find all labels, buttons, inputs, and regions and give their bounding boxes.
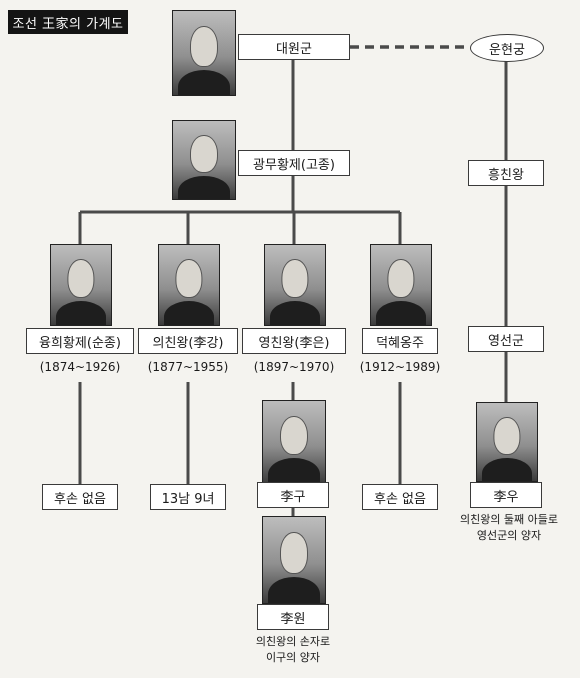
node-sunjong-descendants: 후손 없음 <box>42 484 118 510</box>
note-yiwon-line2: 이구의 양자 <box>265 651 321 664</box>
node-unhyeongung: 운현궁 <box>470 34 544 62</box>
sunjong-portrait-icon <box>50 244 112 326</box>
years-uichinwang: (1877~1955) <box>147 360 229 374</box>
node-deokhye: 덕혜옹주 <box>362 328 438 354</box>
node-yeongseongun: 영선군 <box>468 326 544 352</box>
node-uichinwang-descendants: 13남 9녀 <box>150 484 226 510</box>
gojong-portrait-icon <box>172 120 236 200</box>
node-heungchinwang: 흥친왕 <box>468 160 544 186</box>
years-yeongchinwang: (1897~1970) <box>253 360 335 374</box>
note-yiu-line1: 의친왕의 둘째 아들로 <box>459 513 559 526</box>
note-yiwon: 의친왕의 손자로 이구의 양자 <box>234 634 352 666</box>
node-gojong: 광무황제(고종) <box>238 150 350 176</box>
yeongchinwang-portrait-icon <box>264 244 326 326</box>
yigu-portrait-icon <box>262 400 326 484</box>
node-deokhye-descendants: 후손 없음 <box>362 484 438 510</box>
note-yiu-line2: 영선군의 양자 <box>476 529 542 542</box>
node-yiu: 李우 <box>470 482 542 508</box>
note-yiu: 의친왕의 둘째 아들로 영선군의 양자 <box>448 512 570 544</box>
yiwon-portrait-icon <box>262 516 326 604</box>
node-yiwon: 李원 <box>257 604 329 630</box>
deokhye-portrait-icon <box>370 244 432 326</box>
node-daewongun: 대원군 <box>238 34 350 60</box>
node-uichinwang: 의친왕(李강) <box>138 328 238 354</box>
diagram-title: 조선 王家의 가계도 <box>8 10 128 34</box>
node-yigu: 李구 <box>257 482 329 508</box>
years-sunjong: (1874~1926) <box>39 360 121 374</box>
years-deokhye: (1912~1989) <box>359 360 441 374</box>
yiu-portrait-icon <box>476 402 538 482</box>
node-sunjong: 융희황제(순종) <box>26 328 134 354</box>
daewongun-portrait-icon <box>172 10 236 96</box>
note-yiwon-line1: 의친왕의 손자로 <box>255 635 331 648</box>
uichinwang-portrait-icon <box>158 244 220 326</box>
node-yeongchinwang: 영친왕(李은) <box>242 328 346 354</box>
